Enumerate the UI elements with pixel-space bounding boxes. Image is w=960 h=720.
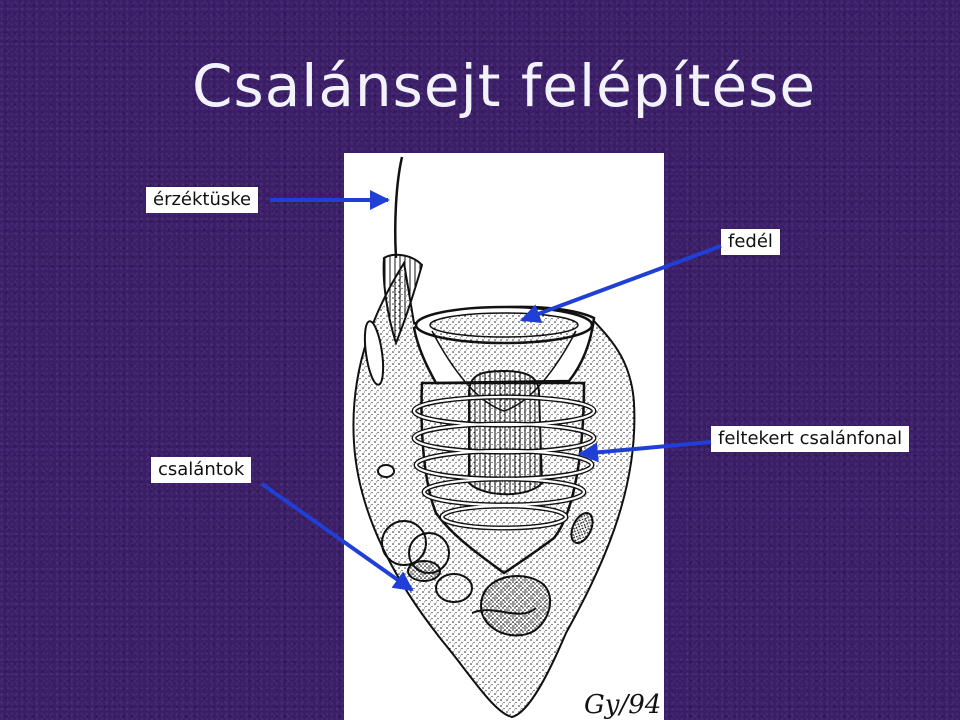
cnidocil [394,156,404,259]
label-erzektuske: érzéktüske [146,187,259,213]
label-feltekert-csalanfonal: feltekert csalánfonal [711,426,910,452]
vesicles [363,320,594,582]
label-fedel: fedél [721,229,780,255]
slide-title: Csalánsejt felépítése [192,52,817,120]
cnidocyte-illustration: Gy/94 [344,153,664,720]
label-csalantok: csalántok [151,457,252,483]
artist-signature: Gy/94 [584,690,661,720]
nucleus [480,574,552,637]
